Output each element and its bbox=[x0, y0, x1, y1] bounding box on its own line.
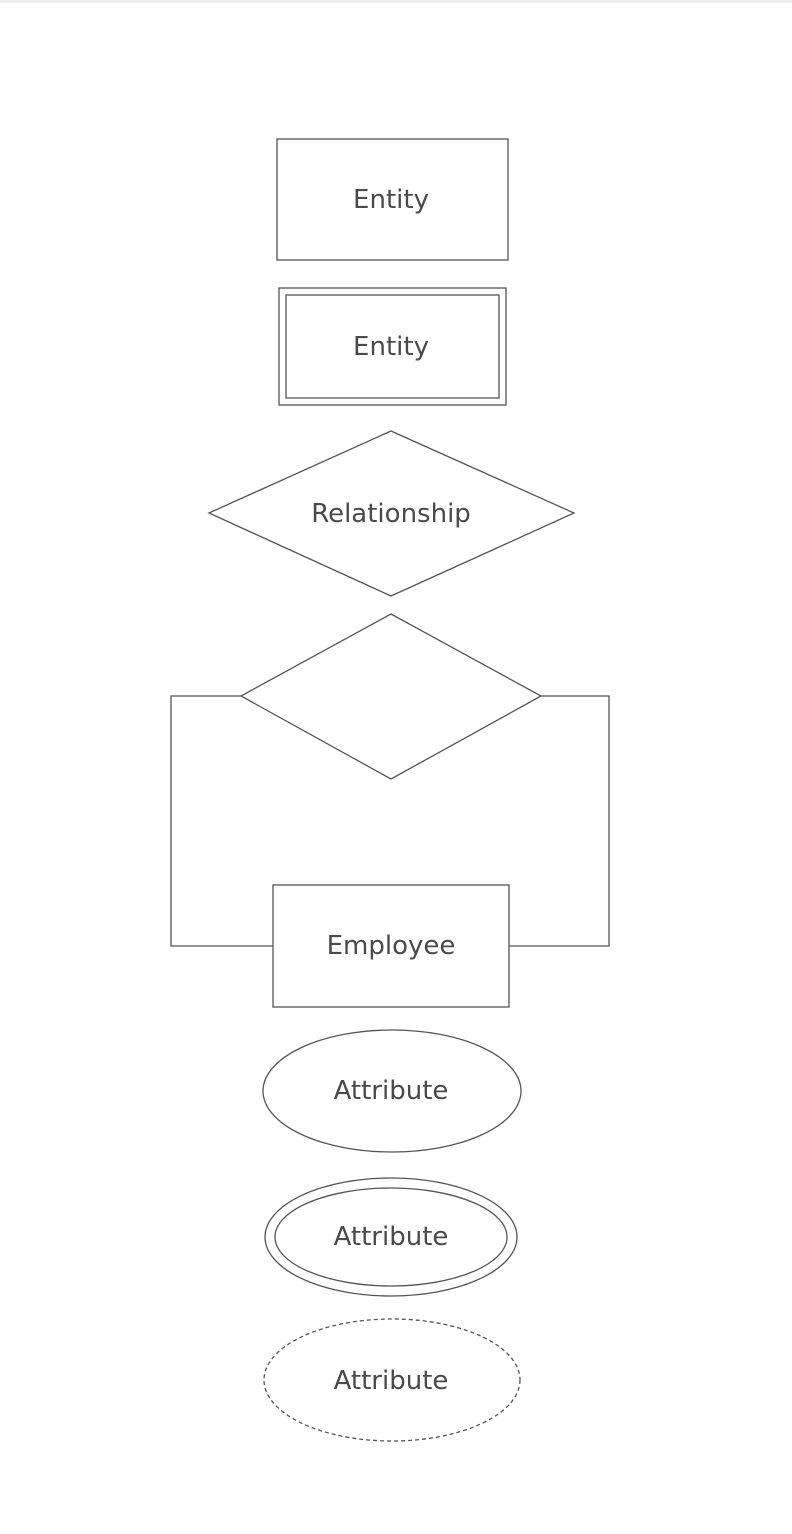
attribute-shape[interactable]: Attribute bbox=[262, 1029, 522, 1153]
recursive-relationship-shape[interactable] bbox=[239, 613, 543, 780]
relationship-diamond bbox=[207, 430, 576, 597]
multivalued-attribute-shape[interactable]: Attribute bbox=[264, 1177, 518, 1297]
entity-rectangle bbox=[276, 138, 509, 261]
attribute-ellipse bbox=[262, 1029, 522, 1153]
attribute-label: Attribute bbox=[334, 1076, 449, 1106]
weak-entity-inner-rectangle bbox=[285, 294, 500, 399]
weak-entity-shape[interactable]: Entity bbox=[278, 287, 507, 406]
top-strip bbox=[0, 0, 792, 3]
relationship-shape[interactable]: Relationship bbox=[207, 430, 576, 597]
employee-entity-label: Employee bbox=[327, 931, 456, 961]
recursive-connector-left bbox=[170, 695, 273, 947]
relationship-label: Relationship bbox=[311, 499, 471, 529]
multivalued-attribute-label: Attribute bbox=[334, 1222, 449, 1252]
entity-shape[interactable]: Entity bbox=[276, 138, 509, 261]
entity-label: Entity bbox=[353, 185, 429, 215]
multivalued-attribute-inner-ellipse bbox=[274, 1187, 508, 1287]
derived-attribute-shape[interactable]: Attribute bbox=[263, 1318, 521, 1442]
derived-attribute-dashed-ellipse bbox=[263, 1318, 521, 1442]
employee-entity-rectangle bbox=[272, 884, 510, 1008]
weak-entity-label: Entity bbox=[353, 332, 429, 362]
employee-entity-shape[interactable]: Employee bbox=[272, 884, 510, 1008]
derived-attribute-label: Attribute bbox=[334, 1366, 449, 1396]
recursive-relationship-diamond bbox=[239, 613, 543, 780]
recursive-connector-right bbox=[509, 695, 610, 947]
